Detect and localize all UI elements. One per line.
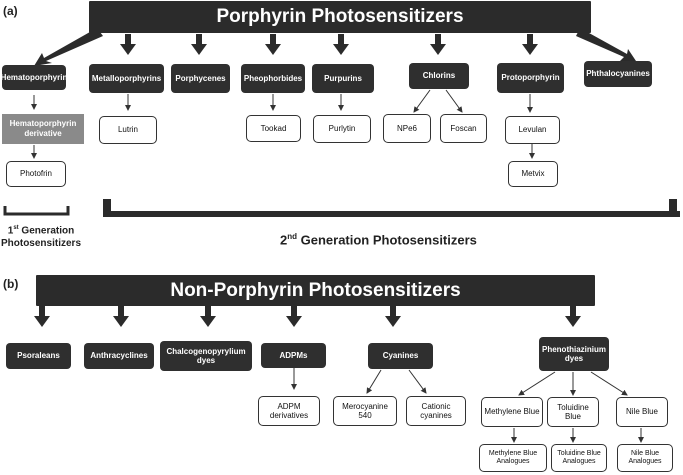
banner-a-arrows: [34, 28, 636, 66]
second-gen-bracket: [103, 199, 680, 217]
porphyrin-banner: Porphyrin Photosensitizers: [89, 1, 591, 33]
arrow-to-porphycenes: [191, 34, 207, 55]
box-phthalocyanines: Phthalocyanines: [584, 61, 652, 87]
arrow-to-anthracyclines: [113, 306, 129, 327]
box-nile-blue: Nile Blue: [616, 397, 668, 427]
box-photofrin: Photofrin: [6, 161, 66, 187]
box-methylene-blue: Methylene Blue: [481, 397, 543, 427]
first-gen-label: 1st Generation Photosensitizers: [0, 225, 82, 249]
non-porphyrin-banner: Non-Porphyrin Photosensitizers: [36, 275, 595, 306]
hpd-line1: Hematoporphyrin: [9, 119, 77, 129]
box-adpms: ADPMs: [261, 343, 326, 368]
box-pheophorbides: Pheophorbides: [241, 64, 305, 93]
panel-b-label: (b): [3, 277, 19, 291]
arrow-to-metalloporphyrins: [120, 34, 136, 55]
arrow-to-chlorins: [430, 34, 446, 55]
box-tookad: Tookad: [246, 115, 301, 142]
box-cyanines: Cyanines: [368, 343, 433, 369]
box-toluidine-blue: Toluidine Blue: [547, 397, 599, 427]
panel-a-label: (a): [3, 4, 18, 18]
banner-b-arrows: [34, 306, 581, 327]
arrow-to-phenothiazinium: [565, 306, 581, 327]
box-nile-blue-analogues: Nile Blue Analogues: [617, 444, 673, 472]
second-gen-label: 2nd Generation Photosensitizers: [280, 232, 477, 248]
box-toluidine-blue-analogues: Toluidine Blue Analogues: [551, 444, 607, 472]
hpd-line2: derivative: [24, 129, 62, 138]
box-phenothiazinium: Phenothiazinium dyes: [539, 337, 609, 371]
box-hematoporphyrin-derivative: Hematoporphyrin derivative: [2, 114, 84, 144]
arrow-to-cyanines: [385, 306, 401, 327]
box-psoraleans: Psoraleans: [6, 343, 71, 369]
box-porphycenes: Porphycenes: [171, 64, 230, 93]
box-purlytin: Purlytin: [313, 115, 371, 143]
box-metvix: Metvix: [508, 161, 558, 187]
arrow-to-pheophorbides: [265, 34, 281, 55]
box-metalloporphyrins: Metalloporphyrins: [89, 64, 164, 93]
box-npe6: NPe6: [383, 114, 431, 143]
box-adpm-derivatives: ADPM derivatives: [258, 396, 320, 426]
arrow-to-chalco: [200, 306, 216, 327]
box-purpurins: Purpurins: [312, 64, 374, 93]
arrow-to-phthalocyanines: [576, 28, 636, 61]
first-gen-bracket: [3, 206, 70, 216]
box-chlorins: Chlorins: [409, 63, 469, 89]
box-levulan: Levulan: [505, 116, 560, 144]
arrow-to-psoraleans: [34, 306, 50, 327]
box-merocyanine: Merocyanine 540: [333, 396, 397, 426]
box-anthracyclines: Anthracyclines: [84, 343, 154, 369]
arrow-to-purpurins: [333, 34, 349, 55]
box-lutrin: Lutrin: [99, 116, 157, 144]
box-protoporphyrin: Protoporphyrin: [497, 63, 564, 93]
box-hematoporphyrin: Hematoporphyrin: [1, 65, 67, 90]
box-chalcogenopyrylium: Chalcogenopyrylium dyes: [160, 341, 252, 371]
box-foscan: Foscan: [440, 114, 487, 143]
arrow-to-hematoporphyrin: [34, 28, 103, 66]
arrow-to-adpms: [286, 306, 302, 327]
arrow-to-protoporphyrin: [522, 34, 538, 55]
box-cationic-cyanines: Cationic cyanines: [406, 396, 466, 426]
box-methylene-blue-analogues: Methylene Blue Analogues: [479, 444, 547, 472]
